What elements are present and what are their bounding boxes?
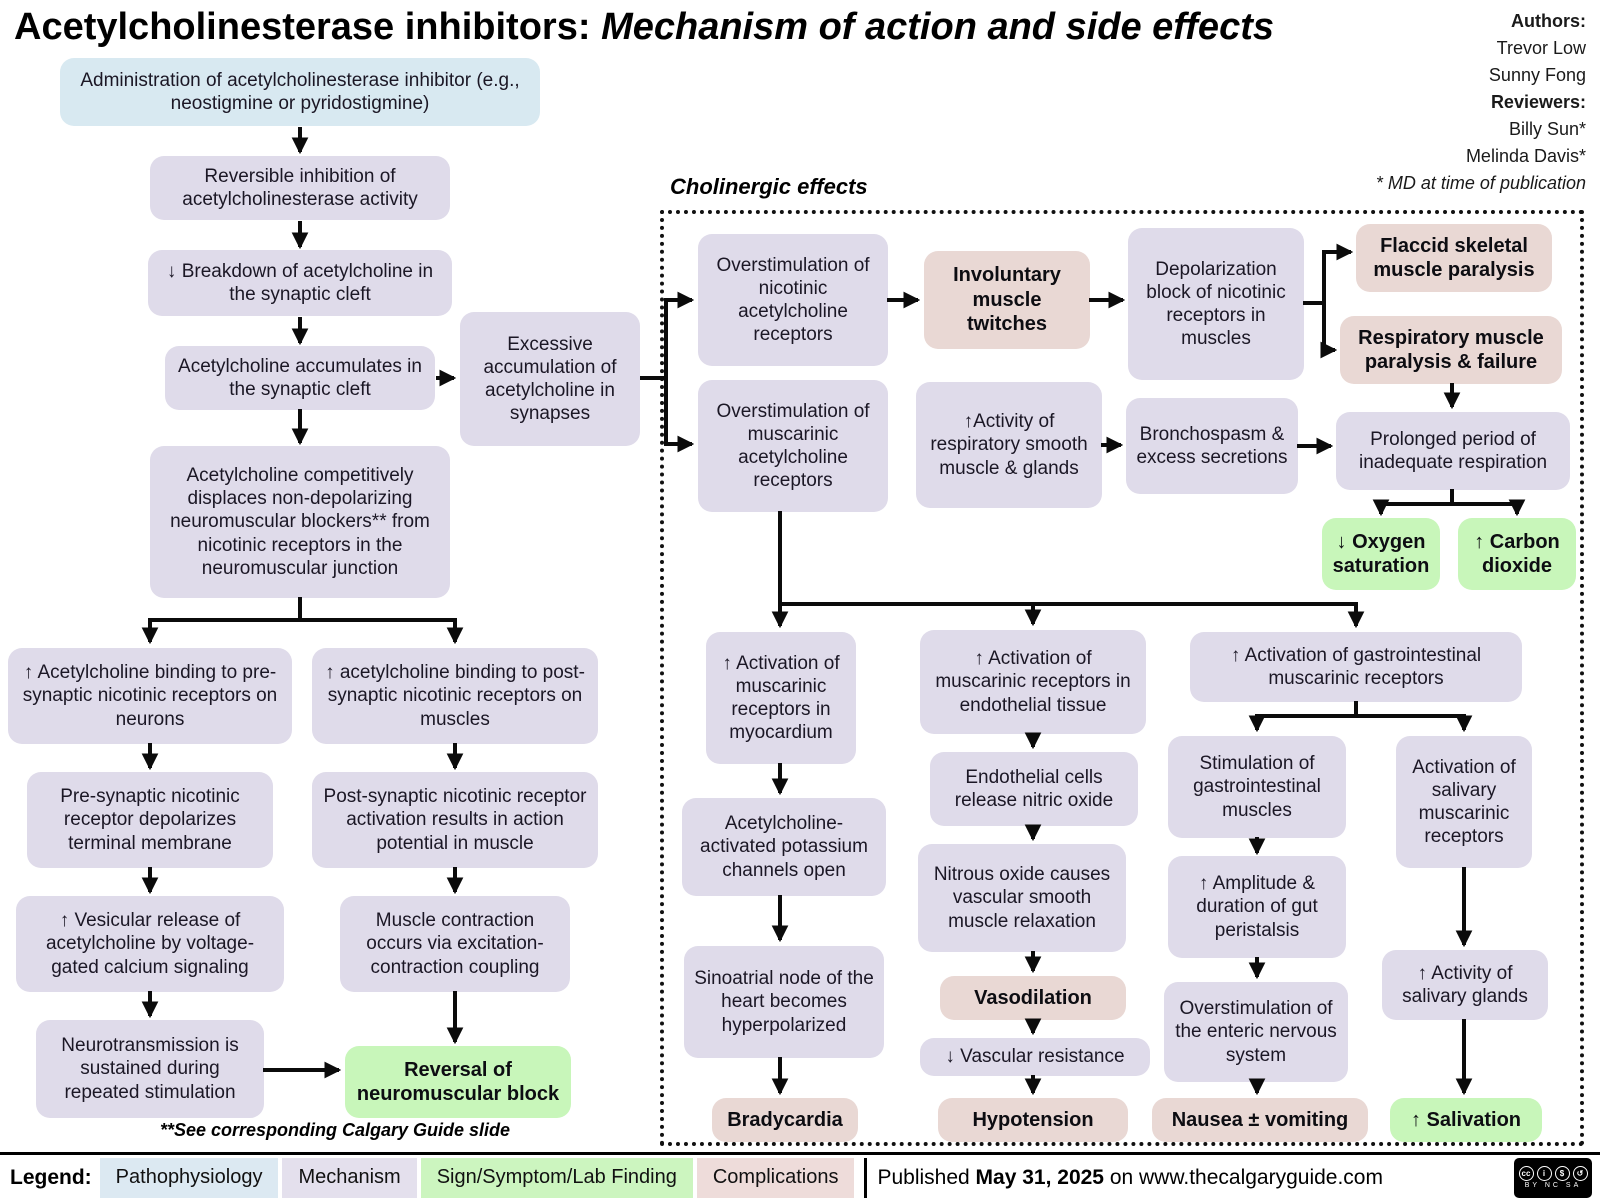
node-respiratory-smooth-muscle: ↑Activity of respiratory smooth muscle &…	[916, 382, 1102, 508]
node-carbon-dioxide: ↑ Carbon dioxide	[1458, 518, 1576, 590]
cholinergic-effects-border	[660, 210, 1584, 1146]
cc-sa-icon: ↺	[1572, 1166, 1588, 1181]
node-sinoatrial-hyperpolarized: Sinoatrial node of the heart becomes hyp…	[684, 946, 884, 1058]
cc-nc-icon: $	[1554, 1166, 1570, 1181]
node-overstim-nicotinic: Overstimulation of nicotinic acetylcholi…	[698, 234, 888, 366]
node-involuntary-twitches: Involuntary muscle twitches	[924, 251, 1090, 349]
node-depolarization-block: Depolarization block of nicotinic recept…	[1128, 228, 1304, 380]
node-enteric-nervous-system: Overstimulation of the enteric nervous s…	[1164, 982, 1348, 1082]
node-bradycardia: Bradycardia	[712, 1098, 858, 1142]
footer-divider	[864, 1157, 868, 1198]
cc-by-icon: i	[1536, 1166, 1552, 1181]
node-nausea-vomiting: Nausea ± vomiting	[1152, 1098, 1368, 1142]
node-pre-synaptic-binding: ↑ Acetylcholine binding to pre-synaptic …	[8, 648, 292, 744]
node-salivary-glands: ↑ Activity of salivary glands	[1382, 950, 1548, 1020]
node-muscarinic-gastrointestinal: ↑ Activation of gastrointestinal muscari…	[1190, 632, 1522, 702]
publication-info: Published May 31, 2025 on www.thecalgary…	[877, 1166, 1514, 1190]
node-prolonged-respiration: Prolonged period of inadequate respirati…	[1336, 412, 1570, 490]
node-overstim-muscarinic: Overstimulation of muscarinic acetylchol…	[698, 380, 888, 512]
node-muscarinic-myocardium: ↑ Activation of muscarinic receptors in …	[706, 632, 856, 764]
node-displaces-blockers: Acetylcholine competitively displaces no…	[150, 446, 450, 598]
node-pre-synaptic-depolarizes: Pre-synaptic nicotinic receptor depolari…	[27, 772, 273, 868]
footnote: **See corresponding Calgary Guide slide	[159, 1120, 511, 1140]
authors-label: Authors:	[1511, 11, 1586, 31]
md-note: * MD at time of publication	[1375, 173, 1586, 193]
node-potassium-channels: Acetylcholine-activated potassium channe…	[682, 798, 886, 896]
legend-item-complications: Complications	[696, 1157, 855, 1198]
cholinergic-effects-label: Cholinergic effects	[670, 174, 868, 199]
node-vesicular-release: ↑ Vesicular release of acetylcholine by …	[16, 896, 284, 992]
node-respiratory-paralysis: Respiratory muscle paralysis & failure	[1340, 316, 1562, 384]
published-site: on www.thecalgaryguide.com	[1109, 1165, 1383, 1189]
cc-icon: cc	[1518, 1166, 1534, 1181]
node-accumulates: Acetylcholine accumulates in the synapti…	[165, 346, 435, 410]
node-post-synaptic-activation: Post-synaptic nicotinic receptor activat…	[312, 772, 598, 868]
author-name: Sunny Fong	[1488, 65, 1586, 85]
node-neurotransmission: Neurotransmission is sustained during re…	[36, 1020, 264, 1118]
node-muscarinic-endothelial: ↑ Activation of muscarinic receptors in …	[920, 630, 1146, 734]
node-hypotension: Hypotension	[938, 1098, 1128, 1142]
cc-license-badge: cc i $ ↺ BY NC SA	[1514, 1157, 1592, 1198]
title-main: Acetylcholinesterase inhibitors:	[14, 6, 591, 48]
node-breakdown: ↓ Breakdown of acetylcholine in the syna…	[148, 250, 452, 316]
node-vasodilation: Vasodilation	[940, 976, 1126, 1020]
node-salivation: ↑ Salivation	[1390, 1098, 1542, 1142]
published-date: May 31, 2025	[975, 1165, 1104, 1189]
node-gi-muscles: Stimulation of gastrointestinal muscles	[1168, 736, 1346, 838]
cc-letters: BY NC SA	[1524, 1182, 1582, 1189]
legend-label: Legend:	[10, 1165, 92, 1189]
legend-item-mechanism: Mechanism	[282, 1157, 417, 1198]
reviewer-name: Billy Sun*	[1508, 119, 1586, 139]
published-prefix: Published	[877, 1165, 970, 1189]
reviewers-label: Reviewers:	[1490, 92, 1586, 112]
node-admin: Administration of acetylcholinesterase i…	[60, 58, 540, 126]
node-flaccid-paralysis: Flaccid skeletal muscle paralysis	[1356, 224, 1552, 292]
node-smooth-muscle-relaxation: Nitrous oxide causes vascular smooth mus…	[918, 844, 1126, 952]
node-endothelial-nitric-oxide: Endothelial cells release nitric oxide	[930, 752, 1138, 826]
node-salivary-receptors: Activation of salivary muscarinic recept…	[1396, 736, 1532, 868]
node-bronchospasm: Bronchospasm & excess secretions	[1126, 398, 1298, 494]
legend-item-sign-symptom: Sign/Symptom/Lab Finding	[420, 1157, 693, 1198]
node-reversible-inhibition: Reversible inhibition of acetylcholinest…	[150, 156, 450, 220]
reviewer-name: Melinda Davis*	[1465, 146, 1586, 166]
node-vascular-resistance: ↓ Vascular resistance	[920, 1038, 1150, 1076]
node-excessive-accumulation: Excessive accumulation of acetylcholine …	[460, 312, 640, 446]
node-muscle-contraction: Muscle contraction occurs via excitation…	[340, 896, 570, 992]
node-gut-peristalsis: ↑ Amplitude & duration of gut peristalsi…	[1168, 856, 1346, 958]
node-post-synaptic-binding: ↑ acetylcholine binding to post-synaptic…	[312, 648, 598, 744]
page-title: Acetylcholinesterase inhibitors: Mechani…	[14, 6, 1274, 49]
node-reversal-neuromuscular-block: Reversal of neuromuscular block	[345, 1046, 571, 1118]
legend-item-pathophysiology: Pathophysiology	[99, 1157, 279, 1198]
node-oxygen-saturation: ↓ Oxygen saturation	[1322, 518, 1440, 590]
footer-bar: Legend: Pathophysiology Mechanism Sign/S…	[0, 1152, 1600, 1200]
cc-icons: cc i $ ↺	[1518, 1166, 1588, 1181]
title-emphasis: Mechanism of action and side effects	[601, 6, 1274, 48]
author-name: Trevor Low	[1496, 38, 1586, 58]
credits-block: Authors: Trevor Low Sunny Fong Reviewers…	[1376, 8, 1586, 197]
